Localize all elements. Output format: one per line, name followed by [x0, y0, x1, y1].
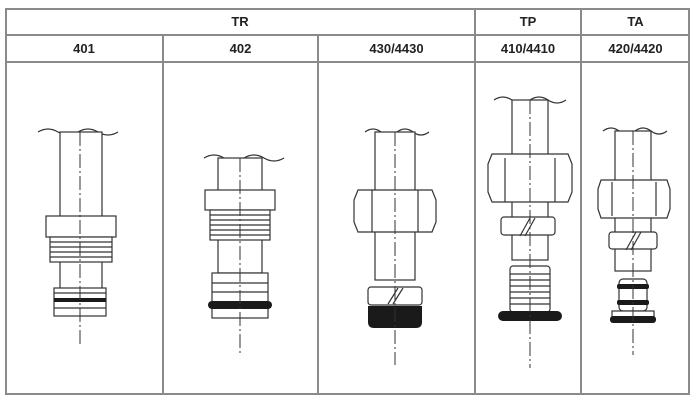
- row-divider: [5, 61, 690, 63]
- group-header-ta: TA: [627, 14, 644, 29]
- group-header-tr: TR: [231, 14, 249, 29]
- group-header-tp: TP: [519, 14, 537, 29]
- fitting-drawing-430-4430: [353, 128, 437, 365]
- fitting-drawing-401: [37, 128, 119, 345]
- fitting-drawing-402: [203, 154, 285, 355]
- col-divider: [317, 35, 319, 395]
- model-header-402: 402: [229, 41, 252, 56]
- model-header-410-4410: 410/4410: [500, 41, 556, 56]
- model-header-430-4430: 430/4430: [369, 41, 424, 56]
- model-header-420-4420: 420/4420: [608, 41, 663, 56]
- col-divider: [580, 8, 582, 395]
- model-header-401: 401: [73, 41, 95, 56]
- col-divider: [474, 8, 476, 395]
- fitting-drawing-410-4410: [487, 96, 573, 368]
- col-divider: [162, 35, 164, 395]
- fittings-table: [5, 8, 690, 395]
- row-divider: [5, 34, 690, 36]
- fitting-drawing-420-4420: [597, 127, 671, 355]
